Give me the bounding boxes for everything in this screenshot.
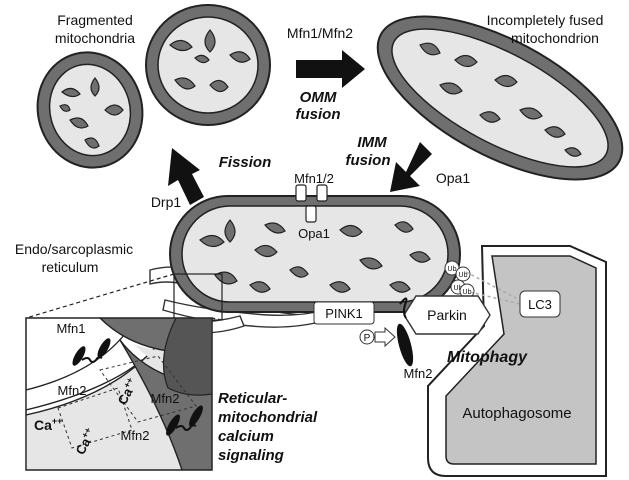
drp1-label: Drp1 [151, 194, 182, 210]
er-label-line2: reticulum [42, 259, 99, 275]
ca-channel-label-2: Ca++ [72, 426, 99, 457]
large-fragmented-mitochondrion [145, 4, 271, 126]
fission-arrow [168, 148, 204, 205]
inset-mfn1-label: Mfn1 [57, 321, 86, 336]
parkin-label: Parkin [427, 307, 467, 323]
er-label-line1: Endo/sarcoplasmic [15, 241, 133, 257]
mfn2-mitophagy-protein [396, 297, 414, 367]
omm-fusion-arrow [296, 50, 365, 88]
phosphate-label: P [364, 333, 371, 344]
autophagosome-label: Autophagosome [462, 405, 571, 422]
central-mitochondrion [169, 195, 461, 313]
imm-label: IMM [357, 134, 387, 151]
imm-fusion-arrow [390, 142, 432, 192]
ub-chain: Ub Ub Ub Ub [444, 260, 475, 299]
svg-text:Ub: Ub [463, 289, 472, 296]
mfn1-2-tethers [295, 184, 328, 223]
mitophagy-label: Mitophagy [447, 349, 528, 366]
lc3-label: LC3 [528, 297, 552, 312]
opa1-center-label: Opa1 [298, 226, 330, 241]
reticular-label-line3: calcium [218, 428, 274, 445]
reticular-label-line4: signaling [218, 447, 284, 464]
fragmented-label-line1: Fragmented [57, 12, 132, 28]
ca-main-label: Ca++ [34, 416, 62, 433]
mfn1-mfn2-label: Mfn1/Mfn2 [287, 25, 353, 41]
phosphate-circle [359, 329, 375, 345]
fragmented-label-line2: mitochondria [55, 30, 135, 46]
lc3-box [519, 290, 561, 318]
svg-text:Ub: Ub [454, 285, 463, 292]
opa1-right-label: Opa1 [436, 170, 470, 186]
mfn2-mitophagy-label: Mfn2 [404, 366, 433, 381]
inset-mfn2-label-b: Mfn2 [151, 391, 180, 406]
svg-text:Ub: Ub [448, 266, 457, 273]
omm-label: OMM [300, 89, 337, 106]
svg-text:Ub: Ub [459, 272, 468, 279]
incompletely-fused-mitochondrion [376, 15, 624, 181]
imm-fusion-label: fusion [346, 152, 391, 169]
pink1-label: PINK1 [325, 306, 363, 321]
ub-lc3-link [465, 271, 521, 305]
small-fragmented-mitochondrion [36, 51, 144, 169]
incompletely-fused-label-line1: Incompletely fused [487, 12, 604, 28]
inset-mfn2-label-c: Mfn2 [121, 428, 150, 443]
mfn1-2-label: Mfn1/2 [294, 171, 334, 186]
pink1-box [313, 301, 375, 325]
phosphate-arrow [374, 326, 396, 348]
incompletely-fused-label-line2: mitochondrion [511, 30, 599, 46]
inset-mfn2-label-a: Mfn2 [58, 383, 87, 398]
fission-label: Fission [219, 154, 272, 171]
omm-fusion-label: fusion [296, 106, 341, 123]
zoom-connector-lines [25, 273, 223, 321]
reticular-label-line1: Reticular- [218, 390, 287, 407]
inset-panel [25, 317, 213, 471]
reticular-label-line2: mitochondrial [218, 409, 318, 426]
ca-channel-label-1: Ca++ [114, 376, 141, 407]
